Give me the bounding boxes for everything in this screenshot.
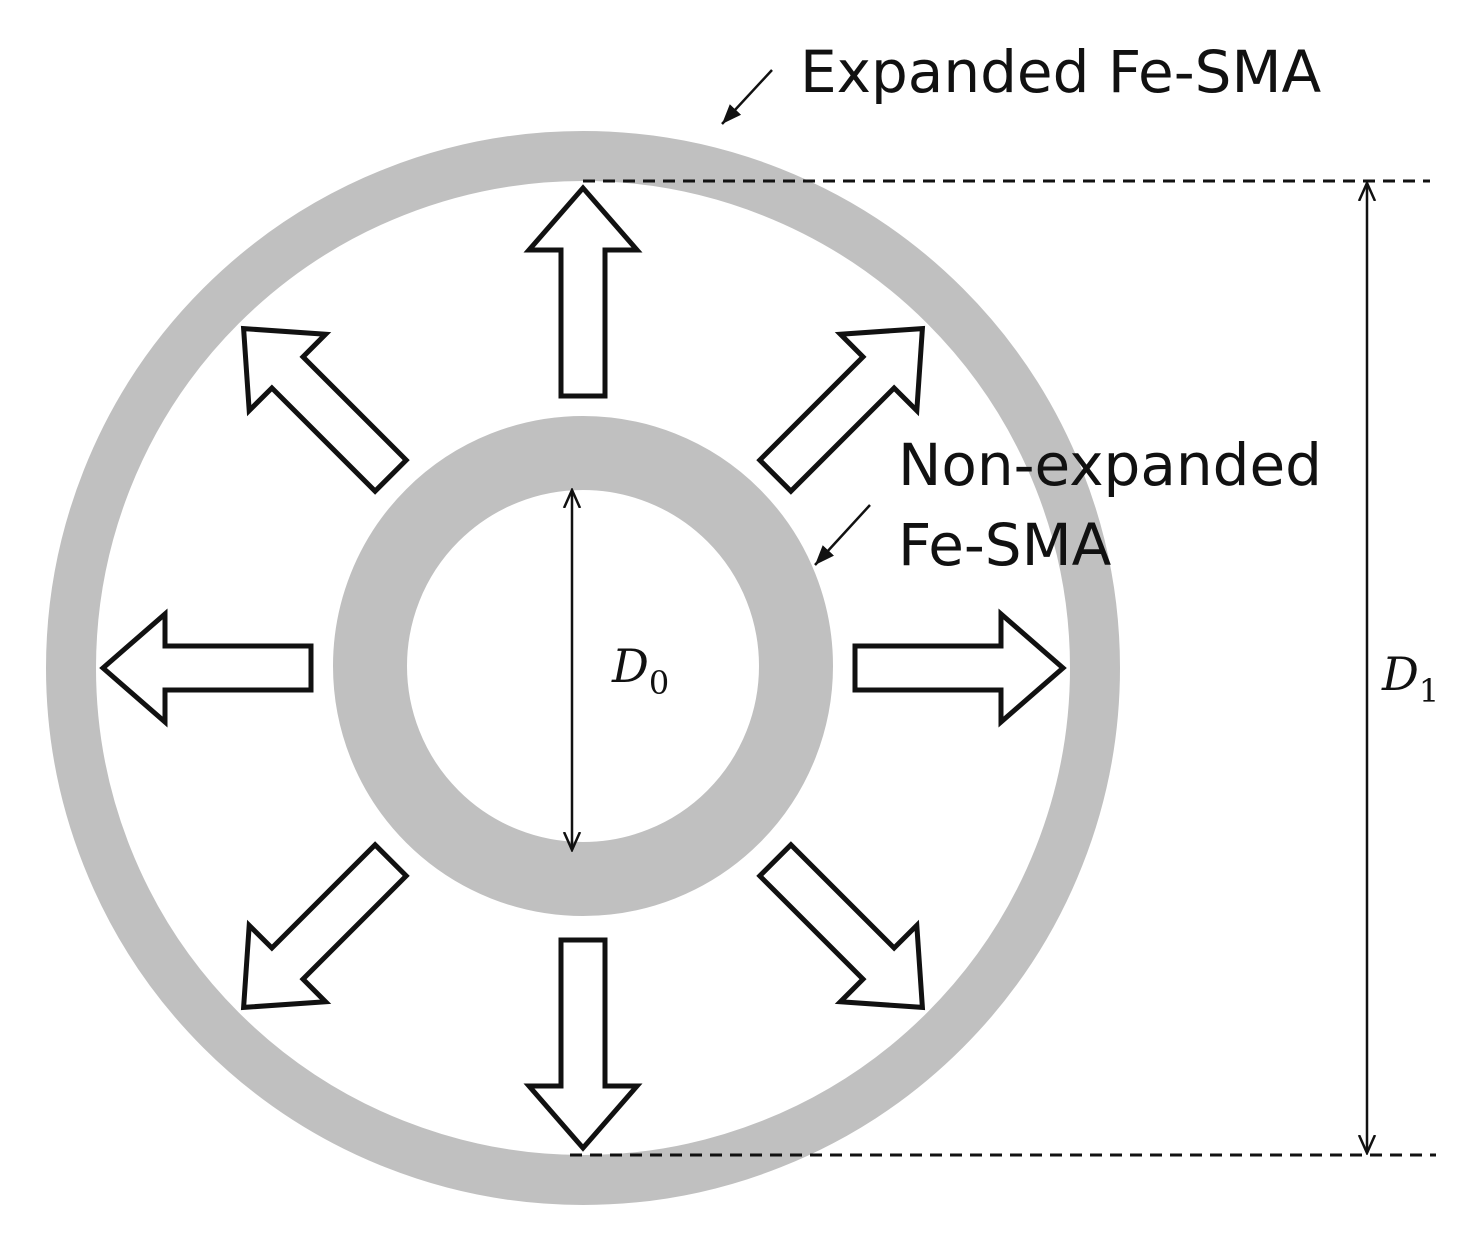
non-expanded-ring xyxy=(333,416,833,916)
expansion-arrow-down-icon xyxy=(523,937,643,1152)
expanded-leader-arrow xyxy=(721,69,773,125)
non-expanded-label-line2: Fe-SMA xyxy=(898,511,1112,579)
non-expanded-leader-arrow xyxy=(814,504,871,566)
d0-label: D0 xyxy=(611,639,669,702)
expansion-arrow-down-right-icon xyxy=(756,841,926,1011)
expansion-arrow-right-icon xyxy=(852,608,1067,728)
expansion-arrows xyxy=(99,184,1067,1152)
expanded-label: Expanded Fe-SMA xyxy=(800,38,1322,106)
expansion-arrow-up-right-icon xyxy=(756,325,926,495)
d1-label: D1 xyxy=(1381,647,1439,710)
expanded-ring xyxy=(46,131,1120,1205)
expansion-arrow-up-icon xyxy=(523,184,643,399)
expansion-arrow-up-left-icon xyxy=(240,325,410,495)
non-expanded-label-line1: Non-expanded xyxy=(898,431,1322,499)
expansion-arrow-down-left-icon xyxy=(240,841,410,1011)
expansion-arrow-left-icon xyxy=(99,608,314,728)
